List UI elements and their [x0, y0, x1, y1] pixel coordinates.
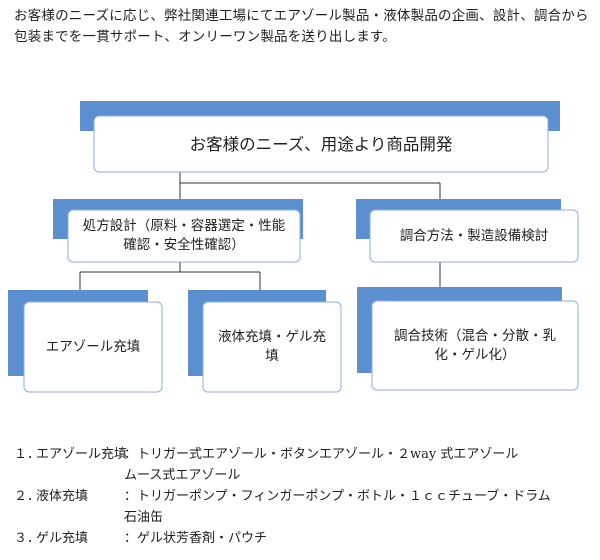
method-node — [356, 199, 579, 263]
process-diagram — [8, 101, 579, 393]
note-continuation: ムース式エアゾール — [124, 468, 241, 483]
liquid-node-label: 液体充填・ゲル充填 — [218, 329, 326, 364]
note-separator: ： — [124, 447, 138, 462]
note-continuation: 石油缶 — [124, 510, 164, 525]
intro-text: お客様のニーズに応じ、弊社関連工場にてエアゾール製品・液体製品の企画、設計、調合… — [14, 8, 589, 45]
design-node-box — [67, 209, 301, 263]
note-description: ゲル状芳香剤・パウチ — [137, 531, 268, 546]
blending-node-box — [371, 300, 579, 391]
root-node-box — [93, 115, 549, 173]
note-label: エアゾール充填 — [36, 447, 128, 462]
note-separator: ： — [124, 489, 138, 504]
design-node-label: 処方設計（原料・容器選定・性能確認・安全性確認） — [82, 218, 286, 253]
note-separator: ： — [124, 531, 138, 546]
method-node-box — [369, 209, 579, 263]
note-item-liquid: ２． 液体充填 ： トリガーポンプ・フィンガーポンプ・ボトル・１ｃｃチューブ・ド… — [14, 486, 592, 528]
aerosol-node-box — [23, 301, 163, 393]
note-number: １． — [14, 447, 41, 462]
aerosol-node — [8, 290, 163, 393]
note-label: 液体充填 — [36, 489, 89, 504]
method-node-label: 調合方法・製造設備検討 — [399, 227, 549, 244]
note-description: トリガーポンプ・フィンガーポンプ・ボトル・１ｃｃチューブ・ドラム — [137, 489, 551, 504]
connectors — [79, 172, 441, 290]
design-node — [53, 199, 303, 263]
blending-node — [357, 287, 579, 391]
liquid-node-box — [202, 301, 342, 393]
fill-notes-list: １． エアゾール充填 ： トリガー式エアゾール・ボタンエアゾール・２way 式エ… — [14, 444, 592, 549]
aerosol-node-label: エアゾール充填 — [45, 338, 141, 355]
root-node — [80, 101, 560, 173]
note-item-aerosol: １． エアゾール充填 ： トリガー式エアゾール・ボタンエアゾール・２way 式エ… — [14, 444, 592, 486]
note-description: トリガー式エアゾール・ボタンエアゾール・２way 式エアゾール — [137, 447, 519, 462]
liquid-node — [188, 290, 342, 393]
note-number: ３． — [14, 531, 41, 546]
note-number: ２． — [14, 489, 41, 504]
blending-node-label: 調合技術（混合・分散・乳化・ゲル化） — [394, 327, 556, 363]
root-node-label: お客様のニーズ、用途より商品開発 — [189, 134, 453, 154]
note-label: ゲル充填 — [36, 531, 89, 546]
note-item-gel: ３． ゲル充填 ： ゲル状芳香剤・パウチ — [14, 528, 592, 549]
